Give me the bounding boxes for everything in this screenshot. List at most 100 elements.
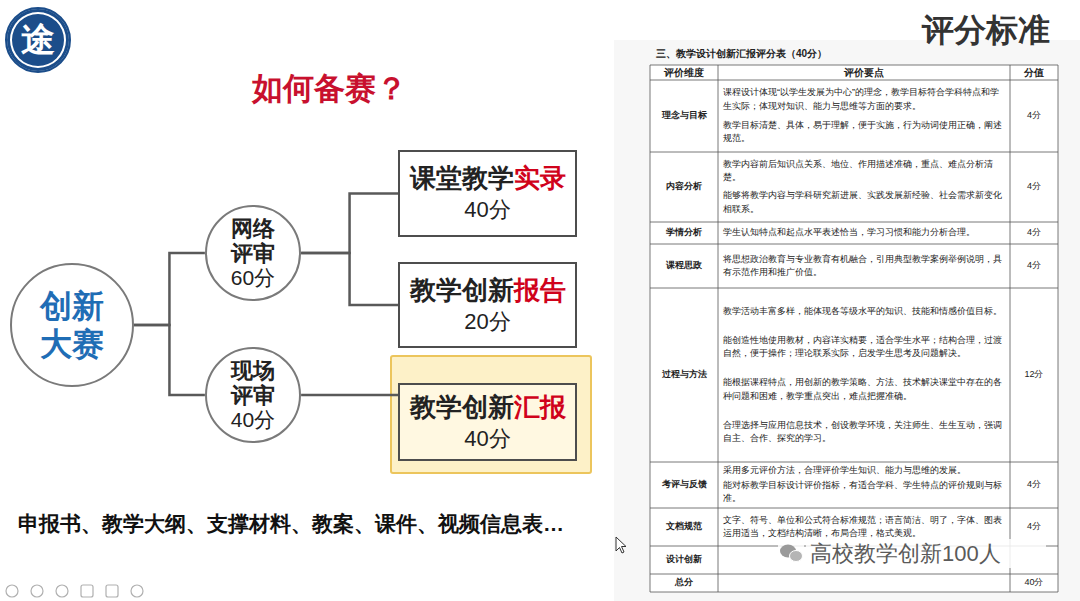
table-cell: 4分 <box>1010 80 1058 152</box>
node-text: 汇报 <box>514 392 566 422</box>
materials-note: 申报书、教学大纲、支撑材料、教案、课件、视频信息表… <box>18 511 622 537</box>
text-line: 创新 大赛 <box>35 287 109 364</box>
table-rule <box>650 288 1058 289</box>
table-cell-text: 学生认知特点和起点水平表述恰当，学习习惯和能力分析合理。 <box>723 226 1005 240</box>
table-cell: 教学内容前后知识点关系、地位、作用描述准确，重点、难点分析清楚。能够将教学内容与… <box>718 152 1010 222</box>
section-heading: 评分标准 <box>902 10 1070 50</box>
text-line: 40分 <box>464 196 510 225</box>
table-cell: 评价维度 <box>650 65 718 81</box>
connector-line <box>134 253 205 325</box>
table-cell: 4分 <box>1010 462 1058 508</box>
node-text: 40分 <box>464 426 510 451</box>
wechat-icon <box>780 545 803 562</box>
connector-line <box>301 253 398 305</box>
table-rule <box>650 508 1058 509</box>
table-cell: 4分 <box>1010 152 1058 222</box>
connector-line <box>301 394 398 397</box>
table-rule <box>1010 65 1011 592</box>
table-cell-text: 教学目标清楚、具体，易于理解，便于实施，行为动词使用正确，阐述规范。 <box>723 119 1005 146</box>
table-cell: 总分 <box>650 574 718 592</box>
text-line: 课堂教学实录 <box>410 162 566 196</box>
table-cell: 分值 <box>1010 65 1058 81</box>
table-cell-text: 教学内容前后知识点关系、地位、作用描述准确，重点、难点分析清楚。 <box>723 158 1005 185</box>
node-text: 网络 评审 <box>228 216 279 267</box>
highlighted-item-box: 教学创新汇报40分 <box>398 383 577 461</box>
node-content: 创新 大赛 <box>35 287 109 364</box>
text-line: 网络 评审 <box>228 216 279 267</box>
table-cell-text: 过程与方法 <box>653 368 715 382</box>
table-rule <box>650 222 1058 223</box>
logo-badge: 途 <box>5 7 71 73</box>
table-rule <box>650 574 1058 575</box>
score-sheet-page <box>614 40 1080 601</box>
table-cell-text: 合理选择与应用信息技术，创设教学环境，关注师生、生生互动，强调自主、合作、探究的… <box>723 419 1005 446</box>
table-cell-text: 12分 <box>1013 368 1055 382</box>
table-cell-text: 评价维度 <box>653 66 715 80</box>
table-rule <box>718 65 719 592</box>
table-cell-text: 学情分析 <box>653 226 715 240</box>
node-text: 报告 <box>514 275 566 305</box>
table-rule <box>1058 65 1059 592</box>
table-cell: 4分 <box>1010 222 1058 244</box>
table-cell: 教学活动丰富多样，能体现各等级水平的知识、技能和情感价值目标。能创造性地使用教材… <box>718 288 1010 462</box>
table-cell: 40分 <box>1010 574 1058 592</box>
table-cell: 4分 <box>1010 244 1058 288</box>
table-cell-text: 考评与反馈 <box>653 478 715 492</box>
table-grid <box>650 65 1058 592</box>
text-line: 40分 <box>464 425 510 454</box>
table-cell-text: 理念与目标 <box>653 109 715 123</box>
player-toolbar <box>6 585 143 597</box>
table-cell-text: 课程思政 <box>653 259 715 273</box>
table-cell: 内容分析 <box>650 152 718 222</box>
toolbar-icon <box>56 585 68 597</box>
table-cell-text: 4分 <box>1013 478 1055 492</box>
root-circle: 创新 大赛 <box>10 263 134 387</box>
table-cell-text: 内容分析 <box>653 180 715 194</box>
table-rule <box>650 65 1058 66</box>
toolbar-icon <box>31 585 43 597</box>
table-cell: 课程设计体现“以学生发展为中心”的理念，教学目标符合学科特点和学生实际；体现对知… <box>718 80 1010 152</box>
node-text: 教学创新 <box>410 275 514 305</box>
node-text: 实录 <box>514 163 566 193</box>
label-area: 申报书、教学大纲、支撑材料、教案、课件、视频信息表… <box>14 508 626 540</box>
toolbar-icon <box>81 585 93 597</box>
table-cell: 采用多元评价方法，合理评价学生知识、能力与思维的发展。能对标教学目标设计评价指标… <box>718 462 1010 508</box>
text-line: 教学创新报告 <box>410 274 566 308</box>
table-cell-text: 4分 <box>1013 180 1055 194</box>
connector-line <box>301 194 398 253</box>
text-line: 20分 <box>464 308 510 337</box>
watermark-icon-ground <box>778 541 804 565</box>
table-cell-text: 评价要点 <box>723 66 1005 80</box>
item-box: 课堂教学实录40分 <box>398 150 577 237</box>
text-line: 途 <box>21 21 55 58</box>
category-circle: 现场 评审40分 <box>205 347 301 443</box>
text-line: 40分 <box>231 408 275 432</box>
table-rule <box>650 152 1058 153</box>
table-cell-text: 采用多元评价方法，合理评价学生知识、能力与思维的发展。 <box>723 464 1005 478</box>
table-cell-text: 教学活动丰富多样，能体现各等级水平的知识、技能和情感价值目标。 <box>723 305 1005 319</box>
table-rule <box>650 592 1058 593</box>
label-area: 评分标准 <box>898 6 1074 54</box>
node-text: 20分 <box>464 309 510 334</box>
table-rule <box>650 65 651 592</box>
toolbar-icon <box>106 585 118 597</box>
mouse-cursor <box>616 537 626 553</box>
score-table-ground <box>650 65 1058 592</box>
connector-line <box>134 325 205 395</box>
text-line: 教学创新汇报 <box>410 391 566 425</box>
table-cell-text: 能创造性地使用教材，内容详实精要，适合学生水平；结构合理，过渡自然，便于操作；理… <box>723 334 1005 361</box>
table-cell-text: 4分 <box>1013 259 1055 273</box>
table-title: 三、教学设计创新汇报评分表（40分） <box>656 46 1048 61</box>
table-cell: 理念与目标 <box>650 80 718 152</box>
table-cell-text: 总分 <box>653 576 715 590</box>
node-text: 课堂教学 <box>410 163 514 193</box>
table-cell: 评价要点 <box>718 65 1010 81</box>
node-content: 网络 评审60分 <box>228 216 279 291</box>
node-text: 创新 大赛 <box>35 287 109 364</box>
node-text: 40分 <box>464 197 510 222</box>
category-circle: 网络 评审60分 <box>205 205 301 301</box>
table-cell-text: 文字、符号、单位和公式符合标准规范；语言简洁、明了，字体、图表运用适当，文档结构… <box>723 514 1005 541</box>
table-cell: 12分 <box>1010 288 1058 462</box>
